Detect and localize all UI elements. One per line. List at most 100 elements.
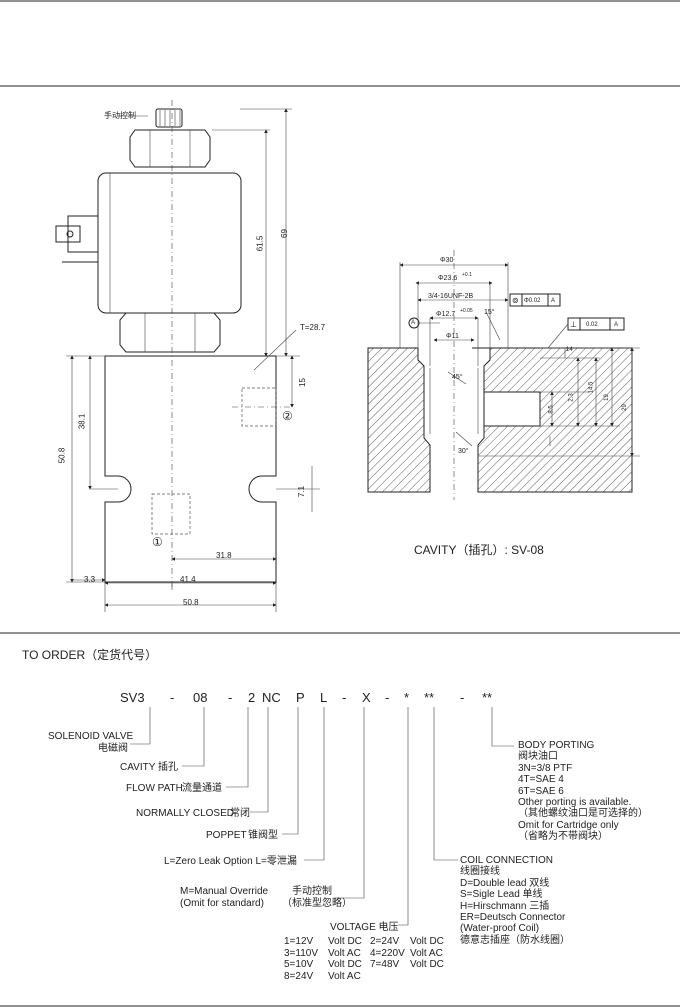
- cavity-tol-23-6: +0.1: [462, 272, 472, 278]
- dim-69: 69: [279, 229, 289, 238]
- body-line: 3N=3/8 PTF: [518, 762, 573, 774]
- label-flow-cn: 流量通道: [182, 783, 222, 794]
- dim-7-1: 7.1: [297, 485, 307, 498]
- body-line: （省略为不带阀块）: [518, 831, 608, 843]
- voltage-row: 1=12V Volt DC 2=24V Volt DC: [284, 936, 454, 948]
- coil-line: H=Hirschmann 三插: [460, 900, 550, 912]
- coil-line: D=Double lead 双线: [460, 877, 550, 889]
- v-type: Volt DC: [410, 959, 444, 970]
- label-manual-en1: M=Manual Override: [180, 886, 269, 897]
- body-line: 阀块油口: [518, 751, 558, 763]
- coil-title: COIL CONNECTION: [460, 855, 553, 866]
- body-line: 4T=SAE 4: [518, 774, 564, 786]
- order-title: TO ORDER（定货代号）: [22, 648, 158, 662]
- v-type: Volt DC: [328, 936, 362, 947]
- code-porting: **: [482, 690, 493, 705]
- cavity-drawing: [367, 250, 640, 500]
- body-line: Omit for Cartridge only: [518, 819, 619, 831]
- code-dash-4: -: [385, 690, 390, 705]
- v-code: 1=12V: [284, 936, 314, 947]
- voltage-row: 5=10V Volt DC 7=48V Volt DC: [284, 959, 454, 971]
- port-1-marker: ①: [152, 535, 163, 549]
- cavity-d-29: 29: [621, 404, 628, 411]
- code-08: 08: [193, 690, 208, 705]
- cavity-d-19: 19: [603, 394, 610, 401]
- v-code: 7=48V: [370, 959, 400, 970]
- cavity-d-2-3: 2.3: [568, 393, 575, 402]
- label-cavity-en: CAVITY: [120, 762, 156, 773]
- dim-t: T=28.7: [300, 323, 326, 332]
- cavity-dia-11: Φ11: [446, 333, 459, 340]
- dim-38-1: 38.1: [77, 413, 87, 430]
- dim-3-3: 3.3: [84, 575, 96, 584]
- v-type: Volt AC: [328, 970, 361, 982]
- voltage-row: 8=24V Volt AC: [284, 971, 454, 983]
- cavity-d-8-5: 8.5: [548, 405, 555, 414]
- v-code: 2=24V: [370, 936, 400, 947]
- code-2: 2: [248, 690, 256, 705]
- label-manual-cn1: 手动控制: [292, 886, 332, 897]
- label-solenoid-cn: 电磁阀: [98, 743, 128, 754]
- body-line: 6T=SAE 6: [518, 785, 564, 797]
- datum-a: A: [411, 320, 416, 326]
- dim-41-4: 41.4: [180, 575, 196, 584]
- v-type: Volt DC: [410, 936, 444, 947]
- voltage-table: 1=12V Volt DC 2=24V Volt DC 3=110V Volt …: [284, 936, 454, 982]
- cavity-caption: CAVITY（插孔）: SV-08: [414, 543, 544, 557]
- dim-31-8: 31.8: [216, 551, 232, 560]
- cavity-tol-12-7: +0.05: [460, 308, 473, 314]
- label-poppet-en: POPPET: [206, 830, 247, 841]
- coil-line: S=Sigle Lead 单线: [460, 889, 543, 901]
- coil-line: 线圈接线: [460, 866, 500, 878]
- v-type: Volt DC: [328, 959, 362, 970]
- body-line: （其他螺纹油口是可选择的）: [518, 808, 648, 820]
- port-2-marker: ②: [282, 409, 293, 423]
- voltage-title: VOLTAGE 电压: [330, 922, 399, 933]
- coil-connection-block: COIL CONNECTION 线圈接线 D=Double lead 双线 S=…: [460, 855, 570, 946]
- label-solenoid-en: SOLENOID VALVE: [48, 731, 134, 742]
- cavity-angle-45: 45°: [452, 374, 463, 381]
- label-cavity-cn: 插孔: [158, 762, 178, 773]
- code-dash-3: -: [342, 690, 347, 705]
- code-l: L: [320, 690, 328, 705]
- body-line: Other porting is available.: [518, 797, 632, 809]
- label-manual-cn2: （标准型忽略）: [282, 898, 352, 909]
- body-title: BODY PORTING: [518, 740, 595, 751]
- v-type: Volt AC: [328, 947, 361, 959]
- label-flow-en: FLOW PATH: [126, 783, 183, 794]
- code-voltage: *: [404, 690, 410, 705]
- coil-line: ER=Deutsch Connector: [460, 912, 566, 924]
- dim-61-5: 61.5: [255, 235, 265, 252]
- cavity-dia-30: Φ30: [440, 257, 454, 264]
- gdt2-ref: A: [614, 322, 619, 328]
- code-dash-1: -: [170, 690, 175, 705]
- label-manual-en2: (Omit for standard): [180, 898, 264, 909]
- cavity-angle-15: 15°: [484, 309, 495, 316]
- label-poppet-cn: 锥阀型: [248, 830, 278, 841]
- gdt1-symbol-icon: ⊚: [512, 296, 519, 305]
- dim-15: 15: [297, 378, 307, 387]
- code-x: X: [362, 690, 371, 705]
- body-porting-block: BODY PORTING 阀块油口 3N=3/8 PTF 4T=SAE 4 6T…: [518, 740, 648, 843]
- cavity-d-14: 14: [566, 347, 573, 353]
- cavity-dia-23-6: Φ23.6: [438, 275, 458, 282]
- v-code: 3=110V: [284, 947, 319, 959]
- gdt1-ref: A: [551, 298, 556, 304]
- code-p: P: [296, 690, 305, 705]
- code-dash-2: -: [228, 690, 233, 705]
- code-sv3: SV3: [120, 690, 145, 705]
- gdt1-value: Φ0.02: [524, 298, 541, 304]
- coil-line: (Water-proof Coil): [460, 923, 540, 935]
- voltage-row: 3=110V Volt AC 4=220V Volt AC: [284, 948, 454, 960]
- label-leak: L=Zero Leak Option L=零泄漏: [164, 856, 297, 867]
- v-code: 4=220V: [370, 947, 405, 959]
- dim-50-8-vertical: 50.8: [57, 447, 67, 464]
- code-coil: **: [424, 690, 435, 705]
- valve-drawing: [55, 100, 320, 612]
- v-code: 8=24V: [284, 970, 314, 982]
- label-nc-en: NORMALLY CLOSED: [136, 808, 234, 819]
- label-nc-cn: 常闭: [230, 808, 250, 819]
- cavity-thread: 3/4-16UNF-2B: [428, 293, 474, 300]
